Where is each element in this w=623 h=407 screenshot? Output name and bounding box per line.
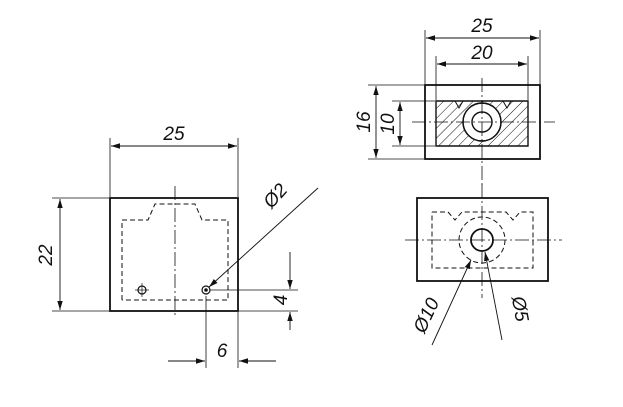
top-view-height-label: 16 [354, 111, 375, 133]
front-view-outline [109, 197, 239, 312]
front-view-height-dimension: 22 [36, 197, 109, 312]
bottom-view-outer-diameter-dimension: Ø10 [409, 259, 472, 346]
front-view-hidden-cavity [121, 203, 229, 301]
front-view-width-label: 25 [162, 124, 185, 145]
top-view-slot-width-label: 20 [470, 43, 493, 64]
top-view-slot-width-dimension: 20 [435, 43, 529, 100]
front-view-hole-offset-vertical-dimension: 4 [210, 252, 298, 330]
bottom-view: Ø10 Ø5 [405, 184, 562, 346]
front-view-hole-diameter-label: Ø2 [259, 180, 293, 214]
bottom-view-inner-diameter-dimension: Ø5 [484, 251, 532, 341]
front-view-hole-offset-vertical-label: 4 [271, 295, 292, 306]
front-view-hole-right [201, 285, 211, 295]
front-view: 25 22 Ø2 4 6 [36, 124, 319, 368]
bottom-view-inner-diameter-label: Ø5 [507, 294, 532, 324]
front-view-width-dimension: 25 [109, 124, 239, 197]
front-view-hole-offset-horizontal-dimension: 6 [168, 296, 276, 368]
top-view-height-dimension: 16 [354, 84, 424, 160]
bottom-view-hidden-cavity [431, 211, 534, 269]
front-view-hole-offset-horizontal-label: 6 [217, 341, 228, 362]
front-view-height-label: 22 [36, 244, 57, 267]
bottom-view-outline [416, 197, 549, 282]
front-view-hole-diameter-dimension: Ø2 [208, 180, 319, 288]
top-view-width-dimension: 25 [424, 16, 541, 84]
front-view-hole-left [135, 283, 149, 297]
top-view-slot-height-dimension: 10 [378, 100, 435, 147]
top-view-width-label: 25 [470, 16, 493, 37]
top-view: 25 20 16 10 [354, 16, 555, 185]
bottom-view-outer-diameter-label: Ø10 [409, 295, 444, 338]
top-view-slot-height-label: 10 [378, 113, 399, 135]
